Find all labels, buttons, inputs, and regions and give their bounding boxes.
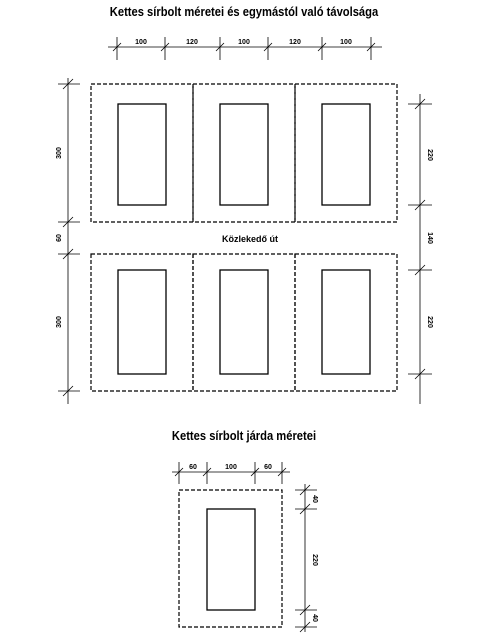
dashed-box-4 [90,253,194,392]
right-dim-1: 220 [426,149,433,161]
grave-3 [321,103,371,206]
left-dim-1: 300 [56,147,63,159]
grave-rectangles [117,103,371,375]
dashed-box-1 [90,83,194,223]
sidewalk-title: Kettes sírbolt járda méretei [171,428,317,443]
top-dim-2: 120 [186,39,198,46]
right-dim-3: 220 [426,316,433,328]
grave-6 [321,269,371,375]
dashed-box-5 [192,253,296,392]
bottom-top-dim-2: 100 [225,464,237,471]
bottom-top-dim-3: 60 [264,464,272,471]
main-title: Kettes sírbolt méretei és egymástól való… [109,4,379,19]
sidewalk-grave [206,508,256,611]
dashed-box-3 [294,83,398,223]
dashed-box-2 [192,83,296,223]
bottom-right-dim-2: 220 [311,554,318,566]
top-dim-1: 100 [135,39,147,46]
bottom-right-dimension-line [295,484,317,633]
top-dim-4: 120 [289,39,301,46]
bottom-top-dimension-line [172,462,290,484]
top-dimension-line [108,37,382,60]
right-dimension-line [408,94,432,404]
grave-1 [117,103,167,206]
left-dim-3: 300 [56,316,63,328]
sidewalk-dashed-box [178,489,283,628]
right-dim-2: 140 [426,232,433,244]
grave-2 [219,103,269,206]
bottom-row-dashed-boxes [90,253,398,392]
left-dim-2: 60 [56,234,63,242]
top-dim-5: 100 [340,39,352,46]
dashed-box-6 [294,253,398,392]
bottom-right-dim-3: 40 [311,614,318,622]
grave-4 [117,269,167,375]
top-row-dashed-boxes [90,83,398,223]
top-dim-3: 100 [238,39,250,46]
bottom-top-dim-1: 60 [189,464,197,471]
left-dimension-line [58,78,80,404]
road-label: Közlekedő út [222,234,278,244]
grave-5 [219,269,269,375]
bottom-right-dim-1: 40 [311,495,318,503]
